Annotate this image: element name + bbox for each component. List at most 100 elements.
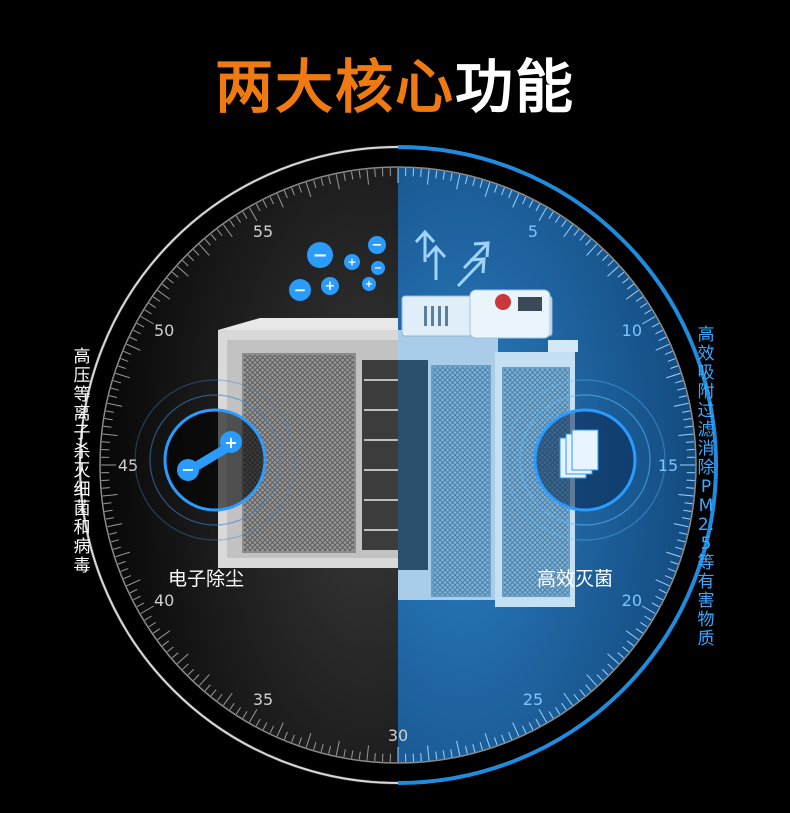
dial-tick-label: 20 [622,591,642,610]
dial-tick [484,182,491,197]
dial-tick [493,737,498,746]
dial-tick [358,170,361,179]
dial-tick [651,322,660,328]
dial-tick [561,219,567,228]
dial-tick [320,177,324,186]
dial-tick [193,674,200,681]
ion-particle [371,261,385,275]
dial-tick [105,517,114,520]
dial-tick [235,215,242,223]
dial-tick [229,219,235,228]
ion-particle [321,277,339,295]
dial-tick [351,750,354,759]
dial-tick [617,652,625,659]
dial-tick [658,336,667,342]
dial-tick [635,296,644,302]
dial-tick [249,207,258,222]
dial-tick [626,283,634,290]
dial-tick [644,615,652,621]
dial-tick [242,711,248,719]
dial-tick [109,395,118,399]
dial-tick [171,652,179,659]
dial-tick [129,588,138,594]
dial-tick [255,718,261,727]
dial-tick [538,708,547,723]
dial-tick [548,211,554,219]
dial-tick [677,539,686,543]
dial-tick [198,243,210,256]
dial-tick [104,509,113,512]
dial-tick [686,487,695,489]
dial-tick [617,271,625,278]
dial-tick [140,316,155,325]
dial-tick [123,350,132,355]
dial-tick [320,744,324,753]
dial-tick [666,551,681,558]
dial-tick [501,734,505,743]
dial-tick [198,674,210,687]
dial-tick [115,551,130,558]
dial-tick [655,595,663,601]
dial-tick [573,229,580,237]
dial-tick [625,630,639,640]
dial-tick [464,745,468,754]
dial-tick [508,731,513,740]
dial-tick [535,203,541,212]
dial-tick [374,753,376,762]
dial-tick [210,233,217,241]
dial-tick [328,745,332,754]
dial-tick [667,568,676,572]
dial-tick [535,718,541,727]
dial-tick [305,733,312,748]
dial-tick [585,238,592,246]
dial-tick [686,441,695,443]
dial-tick [607,663,614,670]
ion-particle [344,254,360,270]
dial-tick [374,168,376,177]
dial-tick [366,745,370,761]
dial-tick [420,753,422,762]
svg-text:+: + [224,433,237,452]
dial-tick [105,410,114,413]
dial-tick [670,365,679,370]
dial-tick [210,689,217,697]
dial-tick [152,296,161,302]
dial-tick [579,689,586,697]
dial-tick [658,588,667,594]
dial-tick [573,693,580,701]
dial-tick [148,302,156,309]
dial-tick [678,433,694,437]
dial-tick [113,546,122,550]
dial-tick [269,196,275,205]
dial-tick [579,233,586,241]
ion-sign: + [365,279,373,290]
dial-tick-label: 10 [622,321,642,340]
dial-tick [607,260,614,267]
dial-tick [166,646,174,653]
ion-sign: − [374,263,382,274]
dial-tick [101,487,110,489]
dial-tick [187,669,194,676]
headline-rest: 功能 [455,53,576,121]
dial-tick [655,329,663,335]
dial-tick [528,722,534,730]
dial-tick [528,200,534,208]
dial-tick [269,725,275,734]
dial-tick [682,517,691,520]
dial-tick [673,523,689,528]
dial-tick [512,722,520,737]
dial-tick [276,722,284,737]
dial-tick [204,238,211,246]
dial-tick [674,546,683,550]
dial-tick [683,509,692,512]
dial-tick [335,174,340,190]
dial-tick [563,692,573,706]
dial-tick [328,176,332,185]
dial-tick [450,172,453,181]
dial-tick [262,722,268,730]
dial-tick [596,674,603,681]
dial-tick [110,539,119,543]
dial-tick [123,575,132,580]
